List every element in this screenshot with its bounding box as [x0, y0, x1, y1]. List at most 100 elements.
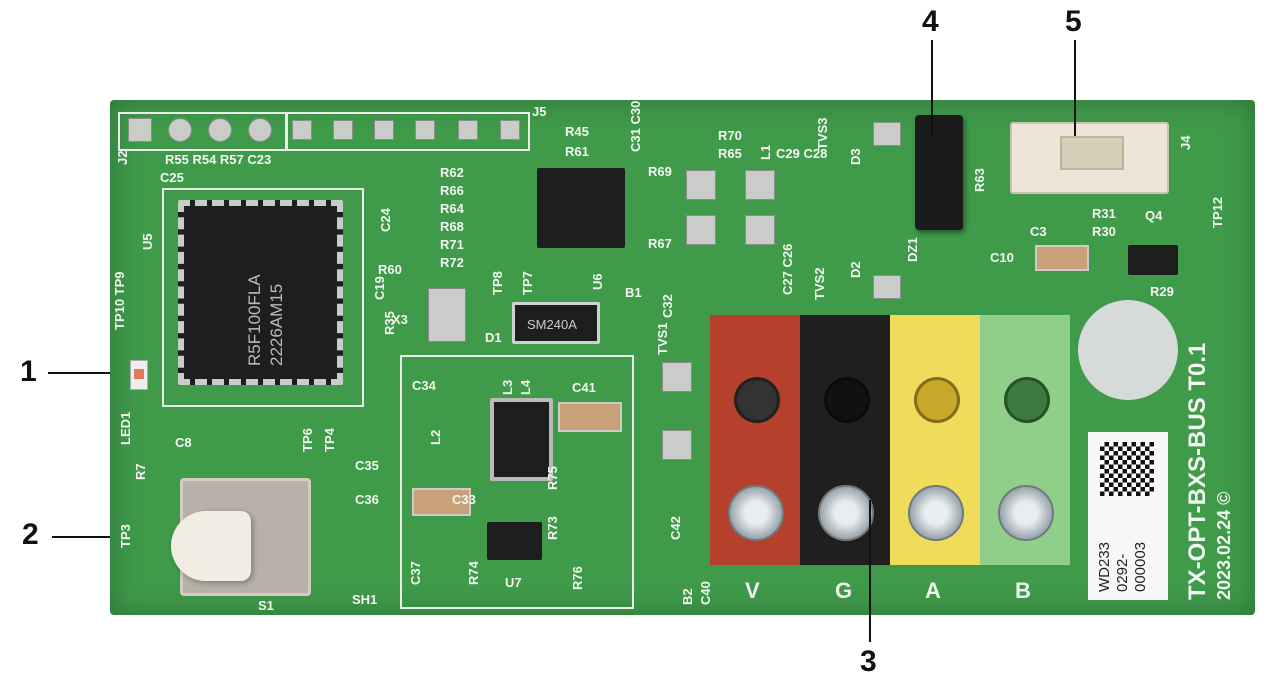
silkscreen-label: C8: [175, 435, 192, 450]
silkscreen-label: C10: [990, 250, 1014, 265]
push-button[interactable]: [171, 478, 311, 596]
silkscreen-label: L2: [428, 429, 443, 445]
silkscreen-label: TP6: [300, 428, 315, 452]
silkscreen-label: R61: [565, 144, 589, 159]
inductor-l3: [490, 398, 553, 481]
callout-3-leader: [869, 500, 871, 642]
j5-pad: [333, 120, 353, 140]
silkscreen-label: R66: [440, 183, 464, 198]
silkscreen-label: R64: [440, 201, 464, 216]
silkscreen-label: B2: [680, 588, 695, 605]
silkscreen-label: R70: [718, 128, 742, 143]
silkscreen-label: C36: [355, 492, 379, 507]
jumper[interactable]: [915, 115, 963, 230]
silkscreen-label: C41: [572, 380, 596, 395]
silkscreen-label: SH1: [352, 592, 378, 607]
callout-5: 5: [1065, 5, 1082, 38]
silkscreen-label: C33: [452, 492, 476, 507]
j2-pad: [128, 118, 152, 142]
silkscreen-label: R76: [570, 566, 585, 590]
callout-1: 1: [20, 355, 37, 388]
crystal: [428, 288, 466, 342]
terminal-a[interactable]: [890, 315, 980, 565]
silkscreen-label: TP7: [520, 271, 535, 295]
silkscreen-label: C29 C28: [776, 146, 828, 161]
mcu-chip: R5F100FLA 2226AM15: [178, 200, 343, 385]
mcu-marking: R5F100FLA: [245, 274, 264, 366]
terminal-b[interactable]: [980, 315, 1070, 565]
silkscreen-label: C34: [412, 378, 436, 393]
j5-outline: [286, 112, 530, 151]
silkscreen-label: R29: [1150, 284, 1174, 299]
connector-j4[interactable]: [1010, 122, 1169, 194]
silkscreen-label: R73: [545, 516, 560, 540]
j2-pad: [208, 118, 232, 142]
capacitor-c10: [1035, 245, 1089, 271]
silkscreen-label: TVS3: [815, 117, 830, 150]
j5-pad: [415, 120, 435, 140]
callout-5-leader: [1074, 40, 1076, 136]
silkscreen-label: R30: [1092, 224, 1116, 239]
l1-pad: [686, 170, 716, 200]
silkscreen-label: R55 R54 R57 C23: [165, 152, 272, 167]
terminal-label-v: V: [745, 578, 760, 603]
board-name-text: TX-OPT-BXS-BUS T0.1: [1184, 342, 1211, 600]
silkscreen-label: R60: [378, 262, 402, 277]
terminal-v[interactable]: [710, 315, 800, 565]
d1-diode: SM240A: [512, 302, 600, 344]
j5-pad: [292, 120, 312, 140]
sh1-outline: [400, 355, 634, 609]
terminal-label-a: A: [925, 578, 941, 603]
silkscreen-label: R74: [466, 561, 481, 585]
terminal-label-b: B: [1015, 578, 1031, 603]
callout-3: 3: [860, 645, 877, 678]
silkscreen-label: J5: [532, 104, 547, 119]
capacitor-c41: [558, 402, 622, 432]
j5-pad: [500, 120, 520, 140]
tvs-pad: [662, 362, 692, 392]
callout-4-leader: [931, 40, 933, 136]
grey-dot-sticker: [1078, 300, 1178, 400]
board-date: 2023.02.24 ©: [1214, 491, 1234, 600]
silkscreen-label: DZ1: [905, 237, 920, 262]
silkscreen-label: C27 C26: [780, 243, 795, 295]
silkscreen-label: C31 C30: [628, 100, 643, 152]
silkscreen-label: C40: [698, 581, 713, 605]
silkscreen-label: TP4: [322, 428, 337, 452]
j5-pad: [458, 120, 478, 140]
j2-pad: [248, 118, 272, 142]
screw-icon: [998, 485, 1054, 541]
silkscreen-label: C19: [372, 276, 387, 300]
silkscreen-label: R31: [1092, 206, 1116, 221]
silkscreen-label: L3: [500, 379, 515, 395]
silkscreen-label: R69: [648, 164, 672, 179]
silkscreen-label: J4: [1178, 135, 1193, 150]
silkscreen-label: B1: [625, 285, 642, 300]
silkscreen-label: U7: [505, 575, 522, 590]
silkscreen-label: TP3: [118, 524, 133, 548]
silkscreen-label: C37: [408, 561, 423, 585]
silkscreen-label: U6: [590, 273, 605, 290]
j5-pad: [374, 120, 394, 140]
u6-chip: [537, 168, 625, 248]
terminal-g[interactable]: [800, 315, 890, 565]
silkscreen-label: R65: [718, 146, 742, 161]
silkscreen-label: C3: [1030, 224, 1047, 239]
d3-pad: [873, 122, 901, 146]
silkscreen-label: Q4: [1145, 208, 1163, 223]
callout-4: 4: [922, 5, 939, 38]
serial-label: WD233 0292- 000003: [1088, 432, 1168, 600]
capacitor-c36: [412, 488, 471, 516]
silkscreen-label: C42: [668, 516, 683, 540]
screw-icon: [728, 485, 784, 541]
silkscreen-label: TP10 TP9: [112, 271, 127, 330]
serial-line: 000003: [1132, 541, 1149, 592]
screw-icon: [818, 485, 874, 541]
silkscreen-label: R63: [972, 168, 987, 192]
l1-pad: [745, 170, 775, 200]
callout-1-leader: [48, 372, 136, 374]
silkscreen-label: TP12: [1210, 196, 1225, 228]
silkscreen-label: D1: [485, 330, 502, 345]
l1-pad: [745, 215, 775, 245]
silkscreen-label: D3: [848, 148, 863, 165]
